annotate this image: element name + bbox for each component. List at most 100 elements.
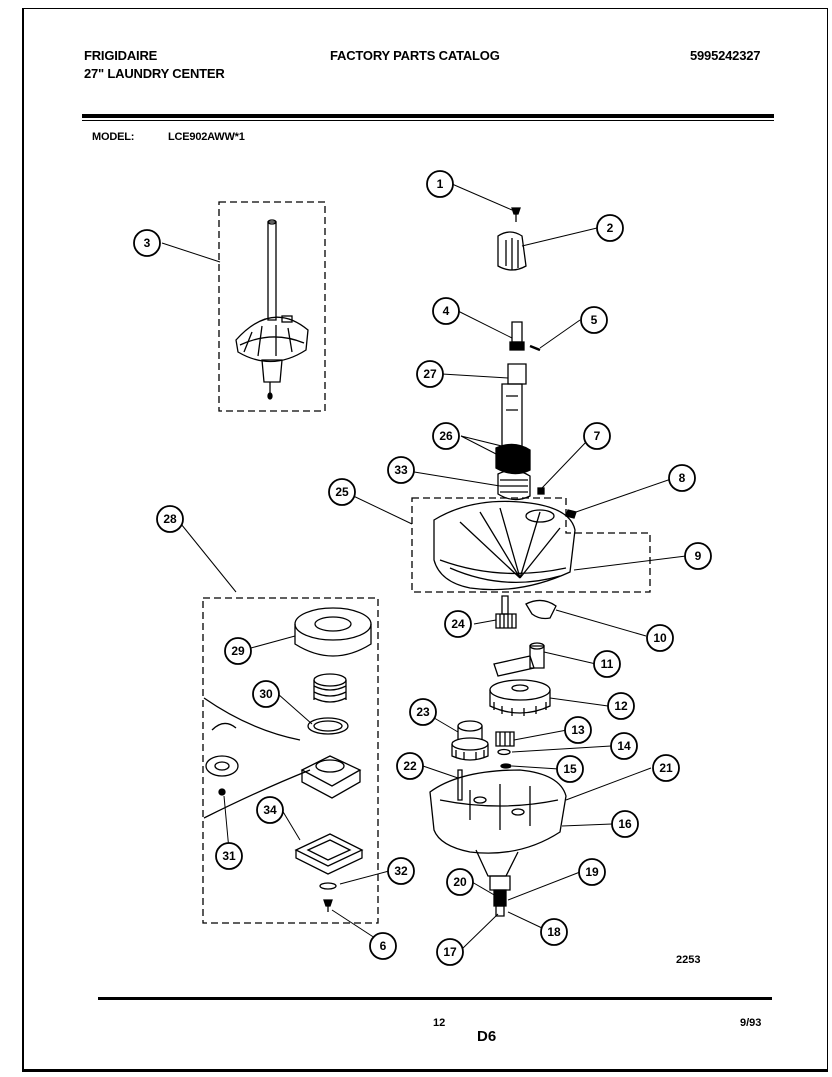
callout-number-31: 31 [222,849,236,863]
callout-number-33: 33 [394,463,408,477]
callout-bubble-24 [444,610,472,638]
callout-number-17: 17 [443,945,457,959]
gearcase-cover-25 [433,500,576,591]
callout-number-32: 32 [394,864,408,878]
callout-bubble-5 [580,306,608,334]
callout-bubble-30 [252,680,280,708]
callout-number-23: 23 [416,705,430,719]
callout-bubble-11 [593,650,621,678]
callout-bubble-28 [156,505,184,533]
callout-bubble-17 [436,938,464,966]
callout-number-13: 13 [571,723,585,737]
callout-bubble-8 [668,464,696,492]
callout-number-30: 30 [259,687,273,701]
callout-number-25: 25 [335,485,349,499]
date-code: 9/93 [740,1017,762,1029]
callout-bubble-4 [432,297,460,325]
callout-number-16: 16 [618,817,632,831]
callout-bubble-20 [446,868,474,896]
callout-bubble-1 [426,170,454,198]
callout-number-10: 10 [653,631,667,645]
callout-bubble-25 [328,478,356,506]
gear-23 [451,720,489,761]
callout-number-20: 20 [453,875,467,889]
callout-number-5: 5 [591,313,598,327]
gear-12 [489,679,551,716]
catalog-title: FACTORY PARTS CATALOG [330,48,500,63]
callout-bubble-19 [578,858,606,886]
callout-number-34: 34 [263,803,277,817]
callout-number-18: 18 [547,925,561,939]
callout-bubble-16 [611,810,639,838]
callout-number-24: 24 [451,617,465,631]
callout-bubble-22 [396,752,424,780]
assembly-3-box [218,201,326,412]
callout-bubble-14 [610,732,638,760]
parts-13-15 [495,731,515,769]
crank-11 [493,642,545,677]
callout-bubble-34 [256,796,284,824]
callout-bubble-18 [540,918,568,946]
figure-number: 2253 [676,954,700,966]
callout-number-28: 28 [163,512,177,526]
page-number: 12 [433,1017,446,1029]
callout-bubble-26 [432,422,460,450]
callout-bubble-15 [556,755,584,783]
callout-number-9: 9 [695,549,702,563]
callout-number-15: 15 [563,762,577,776]
callout-bubble-2 [596,214,624,242]
callout-number-1: 1 [437,177,444,191]
callout-number-19: 19 [585,865,599,879]
screw-1 [511,207,521,222]
shaft-22 [457,769,463,801]
callout-number-7: 7 [594,429,601,443]
catalog-number: 5995242327 [690,48,761,63]
callout-bubble-6 [369,932,397,960]
model-label: MODEL: [92,131,135,143]
callout-number-29: 29 [231,644,245,658]
assembly-25-box [411,497,651,593]
leader-lines [161,183,687,950]
agitator-shaft [495,321,541,501]
callout-bubble-31 [215,842,243,870]
callout-number-26: 26 [439,429,453,443]
callout-bubble-23 [409,698,437,726]
callout-bubble-10 [646,624,674,652]
transmission-assembly-3 [235,219,309,400]
footer-rule [98,997,772,1000]
callout-number-2: 2 [607,221,614,235]
callout-number-12: 12 [614,699,628,713]
callout-bubble-27 [416,360,444,388]
callout-labels: 1234567891011121314151617181920212223242… [133,170,712,966]
assembly-28-box [202,597,379,924]
callout-bubble-12 [607,692,635,720]
callout-bubble-33 [387,456,415,484]
product-name: 27" LAUNDRY CENTER [84,66,225,81]
model-number: LCE902AWW*1 [168,131,245,143]
section-code: D6 [477,1028,497,1045]
pinion-24 [495,595,517,629]
callout-number-3: 3 [144,236,151,250]
callout-number-4: 4 [443,304,450,318]
parts-17-20 [489,875,511,917]
part-8 [565,509,577,519]
callout-number-22: 22 [403,759,417,773]
seal-kit-28 [203,607,372,912]
part-7 [537,487,545,495]
callout-number-8: 8 [679,471,686,485]
callout-number-27: 27 [423,367,437,381]
callout-bubble-13 [564,716,592,744]
callout-bubble-7 [583,422,611,450]
callout-bubble-3 [133,229,161,257]
header-rule-thin [82,120,774,121]
callout-bubble-32 [387,857,415,885]
part-10 [525,599,557,620]
callout-number-11: 11 [601,657,614,671]
brand-name: FRIGIDAIRE [84,48,158,63]
callout-bubble-29 [224,637,252,665]
callout-number-21: 21 [659,761,673,775]
callout-bubble-21 [652,754,680,782]
nut-2 [497,231,527,271]
gearcase-16 [429,769,567,877]
